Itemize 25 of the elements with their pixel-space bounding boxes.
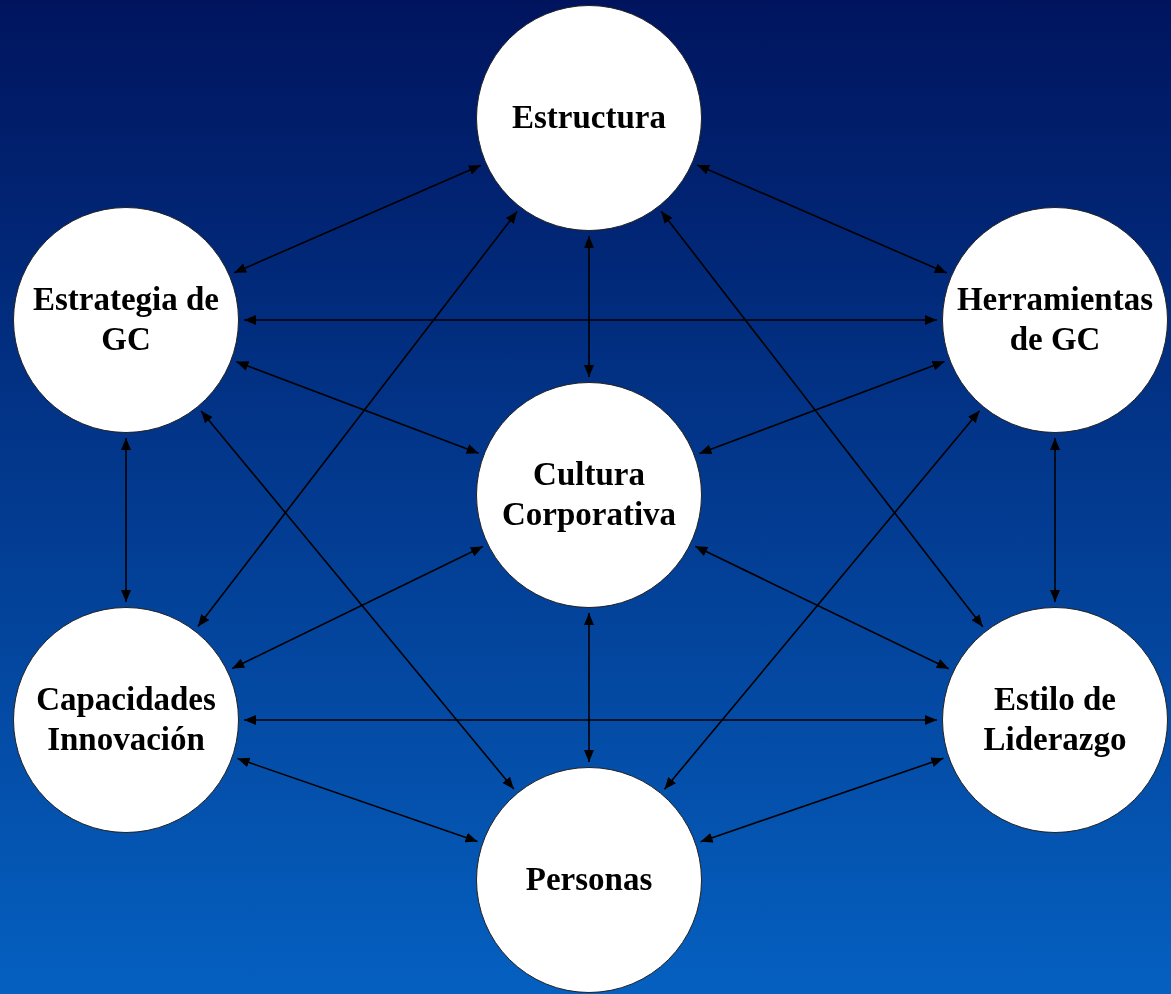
double-arrow	[236, 757, 479, 843]
node-label: Estilo de Liderazgo	[982, 680, 1128, 759]
double-arrow	[243, 715, 938, 725]
double-arrow	[698, 360, 946, 455]
double-arrow	[584, 235, 594, 378]
node-label: Cultura Corporativa	[500, 455, 678, 534]
double-arrow	[121, 437, 131, 603]
double-arrow	[200, 410, 515, 790]
node-label: Capacidades Innovación	[35, 680, 217, 759]
double-arrow	[233, 164, 482, 274]
double-arrow	[696, 164, 948, 274]
node-label: Estrategia de GC	[31, 280, 220, 359]
double-arrow	[235, 360, 480, 455]
double-arrow	[694, 545, 950, 670]
node-label: Estructura	[512, 98, 666, 138]
double-arrow	[660, 210, 984, 628]
double-arrow	[663, 409, 981, 791]
double-arrow	[197, 210, 518, 628]
node-label: Personas	[525, 860, 653, 900]
double-arrow	[243, 315, 938, 325]
node-label: Herramientas de GC	[955, 280, 1155, 359]
double-arrow	[584, 612, 594, 763]
double-arrow	[231, 545, 484, 670]
double-arrow	[699, 757, 945, 843]
double-arrow	[1050, 437, 1060, 603]
